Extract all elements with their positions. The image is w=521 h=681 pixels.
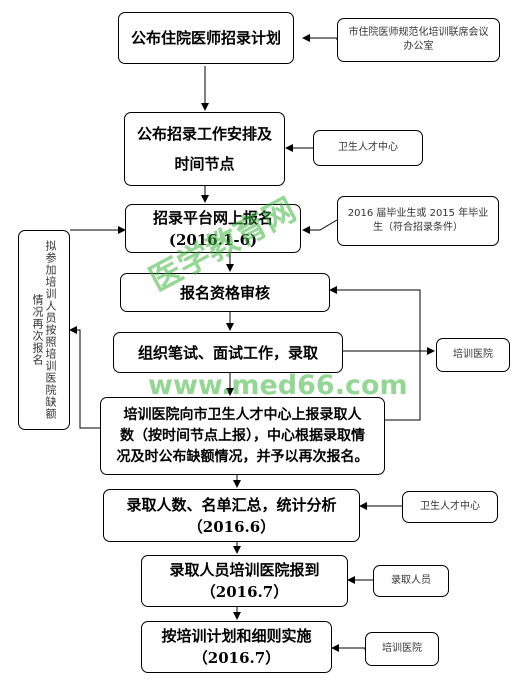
step-3-line1: 招录平台网上报名 (152, 208, 273, 227)
step-implement-training: 按培训计划和细则实施 （2016.7） (141, 621, 332, 673)
step-publish-plan: 公布住院医师招录计划 (118, 12, 294, 64)
step-6-line3: 况及时公布缺额情况，并予以再次报名。 (116, 448, 369, 465)
note-reapply: 拟参加培训人员按照培训医院缺额情况再次报名 (18, 230, 70, 430)
step-8-line2: （2016.7） (200, 583, 289, 601)
step-8-line1: 录取人员培训医院报到 (169, 561, 320, 579)
step-2-line1: 公布招录工作安排及 (136, 125, 272, 143)
note-hospital-2-text: 培训医院 (382, 643, 422, 654)
note-hospital-1-text: 培训医院 (453, 349, 493, 360)
note-talent-center-1: 卫生人才中心 (313, 130, 423, 166)
step-4-text: 报名资格审核 (179, 283, 270, 302)
note-graduates: 2016 届毕业生或 2015 年毕业生（符合招录条件） (337, 196, 499, 246)
step-2-line2: 时间节点 (174, 155, 235, 173)
note-graduates-text: 2016 届毕业生或 2015 年毕业生（符合招录条件） (347, 208, 489, 233)
note-training-hospital-1: 培训医院 (436, 338, 510, 372)
step-hospital-report: 培训医院向市卫生人才中心上报录取人 数（按时间节点上报），中心根据录取情 况及时… (100, 397, 385, 475)
step-5-text: 组织笔试、面试工作，录取 (137, 343, 318, 362)
note-talent-1-text: 卫生人才中心 (338, 142, 398, 153)
step-report-to-hospital: 录取人员培训医院报到 （2016.7） (141, 555, 348, 607)
arrow-office (302, 34, 338, 42)
step-6-line1: 培训医院向市卫生人才中心上报录取人 (123, 406, 362, 423)
note-office-text: 市住院医师规范化培训联席会议办公室 (348, 27, 489, 52)
step-7-line1: 录取人数、名单汇总，统计分析 (126, 495, 337, 514)
step-exam-and-admission: 组织笔试、面试工作，录取 (113, 332, 343, 373)
note-admitted: 录取人员 (373, 565, 449, 597)
step-online-registration: 招录平台网上报名 (2016.1-6) (125, 204, 301, 253)
step-publish-arrangement: 公布招录工作安排及 时间节点 (124, 112, 285, 186)
loop-right (329, 286, 421, 421)
step-7-line2: （2016.6） (187, 517, 276, 536)
arrow-graduates (302, 219, 338, 234)
note-joint-office: 市住院医师规范化培训联席会议办公室 (337, 18, 500, 62)
step-statistics: 录取人数、名单汇总，统计分析 （2016.6） (103, 489, 360, 542)
step-9-line1: 按培训计划和细则实施 (161, 627, 312, 645)
step-9-line2: （2016.7） (192, 649, 281, 667)
step-qualification-review: 报名资格审核 (120, 273, 330, 312)
note-reapply-text: 拟参加培训人员按照培训医院缺额情况再次报名 (31, 240, 57, 420)
step-6-line2: 数（按时间节点上报），中心根据录取情 (120, 427, 365, 444)
loop-left-in (69, 326, 100, 429)
note-talent-center-2: 卫生人才中心 (402, 491, 498, 523)
note-talent-2-text: 卫生人才中心 (420, 501, 480, 512)
step-1-text: 公布住院医师招录计划 (130, 29, 281, 47)
step-3-line2: (2016.1-6) (168, 230, 258, 249)
note-training-hospital-2: 培训医院 (365, 632, 439, 666)
arrow-hospital-2 (331, 644, 366, 652)
note-admitted-text: 录取人员 (391, 575, 431, 586)
